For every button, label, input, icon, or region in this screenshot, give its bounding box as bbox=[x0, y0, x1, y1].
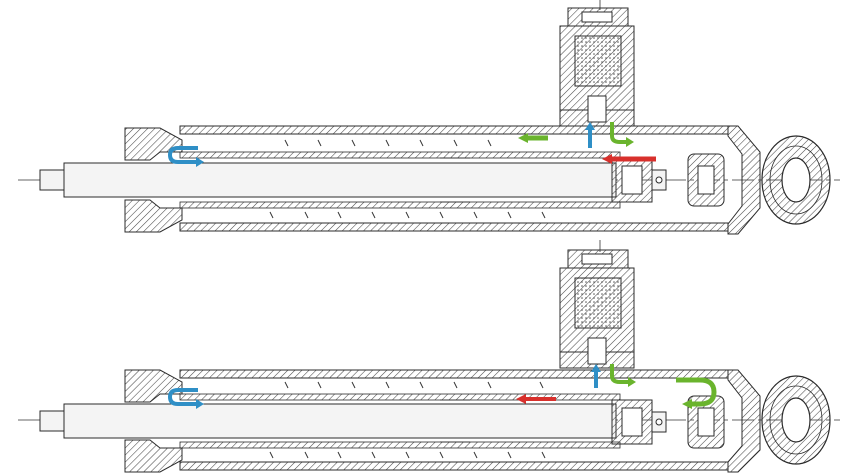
upper-outer-wall-bottom bbox=[179, 222, 729, 232]
upper-rod-guide bbox=[124, 127, 183, 161]
lower-damper-view bbox=[18, 240, 840, 473]
lower-outer-wall-top bbox=[179, 369, 729, 379]
lower-green-u-arrow bbox=[676, 377, 717, 407]
upper-valve-tower bbox=[559, 0, 635, 127]
lower-blue-u-arrow bbox=[167, 388, 198, 406]
upper-blue-u-arrow bbox=[167, 146, 198, 164]
lower-inner-tube-bottom bbox=[179, 441, 621, 449]
lower-outer-wall-bottom bbox=[179, 461, 729, 471]
upper-reservoir-marks bbox=[269, 139, 546, 219]
lower-green-curve-arrow bbox=[610, 364, 630, 384]
lower-inner-tube-top bbox=[179, 393, 621, 401]
upper-damper-view bbox=[18, 0, 840, 235]
lower-rod-guide bbox=[124, 369, 183, 403]
upper-inner-tube-bottom bbox=[179, 201, 621, 209]
lower-valve-tower bbox=[559, 240, 635, 369]
upper-end-cap bbox=[727, 125, 761, 235]
lower-rod-guide-bottom bbox=[124, 439, 183, 473]
upper-green-down-arrow bbox=[610, 122, 628, 144]
lower-reservoir-marks bbox=[269, 381, 546, 459]
lower-rod-end bbox=[39, 410, 65, 432]
upper-rod-end bbox=[39, 169, 65, 191]
lower-end-cap bbox=[727, 369, 761, 473]
upper-piston-rod bbox=[63, 162, 617, 198]
upper-rod-guide-bottom bbox=[124, 199, 183, 233]
lower-piston-rod bbox=[63, 403, 617, 439]
upper-inner-tube-top bbox=[179, 151, 621, 159]
upper-outer-wall-top bbox=[179, 125, 729, 135]
